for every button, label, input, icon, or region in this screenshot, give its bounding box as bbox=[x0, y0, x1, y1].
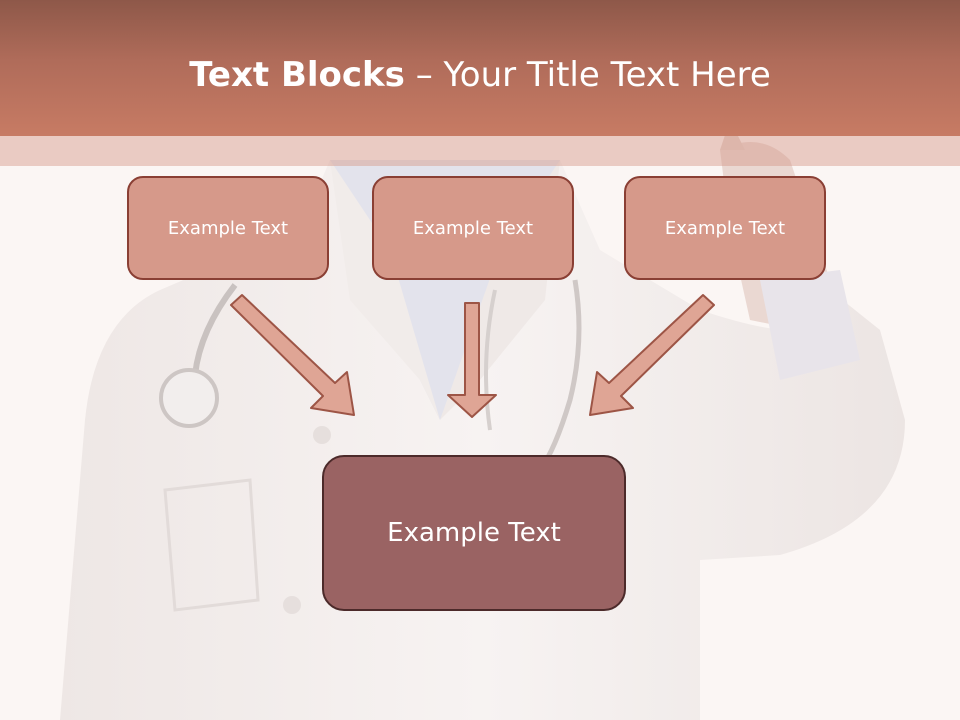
text-block-bottom-main[interactable]: Example Text bbox=[322, 455, 626, 611]
arrow-right-diagonal bbox=[589, 294, 715, 416]
text-block-top-right[interactable]: Example Text bbox=[624, 176, 826, 280]
slide-title: Text Blocks – Your Title Text Here bbox=[0, 52, 960, 98]
text-block-top-center[interactable]: Example Text bbox=[372, 176, 574, 280]
text-block-label: Example Text bbox=[167, 217, 289, 239]
arrow-center-down bbox=[447, 302, 497, 418]
text-block-label: Example Text bbox=[387, 518, 561, 548]
arrow-left-diagonal bbox=[230, 294, 355, 416]
text-block-label: Example Text bbox=[664, 217, 786, 239]
title-separator: – bbox=[404, 55, 444, 95]
text-block-top-left[interactable]: Example Text bbox=[127, 176, 329, 280]
title-bar-band bbox=[0, 136, 960, 166]
title-bold-part: Text Blocks bbox=[189, 55, 405, 95]
text-block-label: Example Text bbox=[412, 217, 534, 239]
title-bar bbox=[0, 0, 960, 136]
title-rest-part: Your Title Text Here bbox=[443, 55, 771, 95]
